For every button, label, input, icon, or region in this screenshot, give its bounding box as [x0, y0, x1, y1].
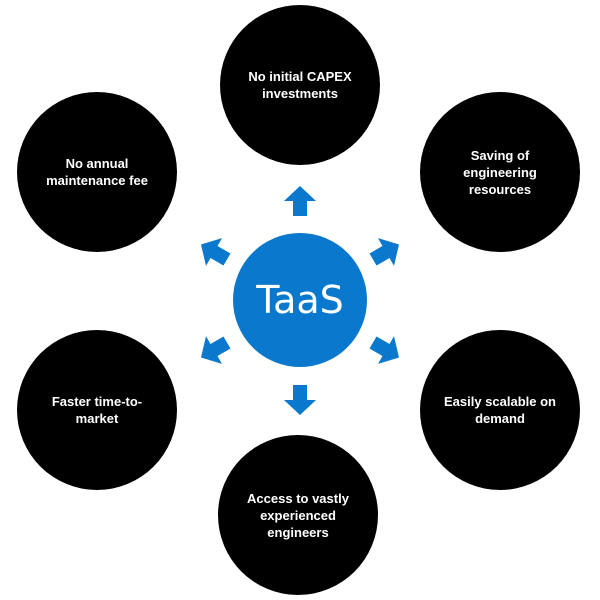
node-label: No initial CAPEX investments — [248, 69, 352, 101]
benefit-node-engineers: Access to vastly experienced engineers — [218, 435, 378, 595]
benefit-node-scalable: Easily scalable on demand — [420, 330, 580, 490]
node-label: Easily scalable on demand — [443, 394, 556, 426]
center-hub: TaaS — [233, 233, 367, 367]
node-label: Faster time-to-market — [51, 394, 143, 426]
arrow-down-icon — [284, 385, 316, 415]
benefit-node-engineering: Saving of engineering resources — [420, 92, 580, 252]
node-label: Saving of engineering resources — [463, 147, 537, 197]
benefit-node-time-to-market: Faster time-to-market — [17, 330, 177, 490]
node-label: Access to vastly experienced engineers — [247, 490, 349, 540]
benefit-node-maintenance: No annual maintenance fee — [17, 92, 177, 252]
node-label: No annual maintenance fee — [46, 156, 148, 188]
hub-label: TaaS — [256, 278, 344, 322]
arrow-down-right-icon — [369, 336, 399, 364]
arrow-up-right-icon — [369, 238, 399, 266]
arrow-up-icon — [284, 186, 316, 216]
benefit-node-capex: No initial CAPEX investments — [220, 5, 380, 165]
arrow-down-left-icon — [201, 336, 231, 364]
arrow-up-left-icon — [201, 238, 231, 266]
